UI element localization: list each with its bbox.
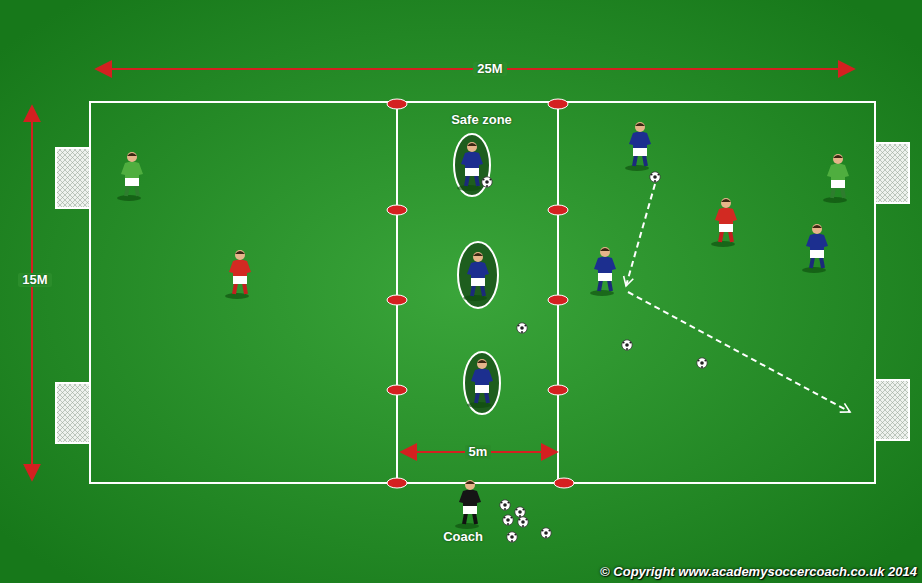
pitch-outline <box>90 102 875 483</box>
coach-figure <box>455 480 481 529</box>
attacker <box>802 224 828 273</box>
coach-label: Coach <box>443 530 483 544</box>
goal <box>56 383 90 443</box>
pass-arrow <box>626 184 850 412</box>
watermark: © Copyright www.academysoccercoach.co.uk… <box>600 565 917 579</box>
zone-title: Safe zone <box>398 113 565 127</box>
goal <box>56 148 90 208</box>
zone-line <box>396 102 398 483</box>
attacker <box>590 247 616 296</box>
goalkeeper <box>117 152 143 201</box>
attacker <box>467 359 493 408</box>
attacker <box>463 252 489 301</box>
dimension-arrows <box>32 69 854 480</box>
zone-line <box>557 102 559 483</box>
safe-ovals <box>454 134 500 414</box>
goalkeeper <box>823 154 849 203</box>
dimension-label: 5m <box>465 445 492 459</box>
safe-zone: Safe zone <box>398 103 565 482</box>
defender <box>711 198 737 247</box>
attacker <box>457 142 483 191</box>
attacker <box>625 122 651 171</box>
goal <box>875 143 909 203</box>
dimension-label: 15M <box>18 273 51 287</box>
dimension-label: 25M <box>473 62 506 76</box>
pass-path <box>628 292 850 412</box>
pass-path <box>626 184 655 286</box>
balls <box>482 172 707 542</box>
goal <box>875 380 909 440</box>
cones <box>387 99 574 488</box>
defender <box>225 250 251 299</box>
